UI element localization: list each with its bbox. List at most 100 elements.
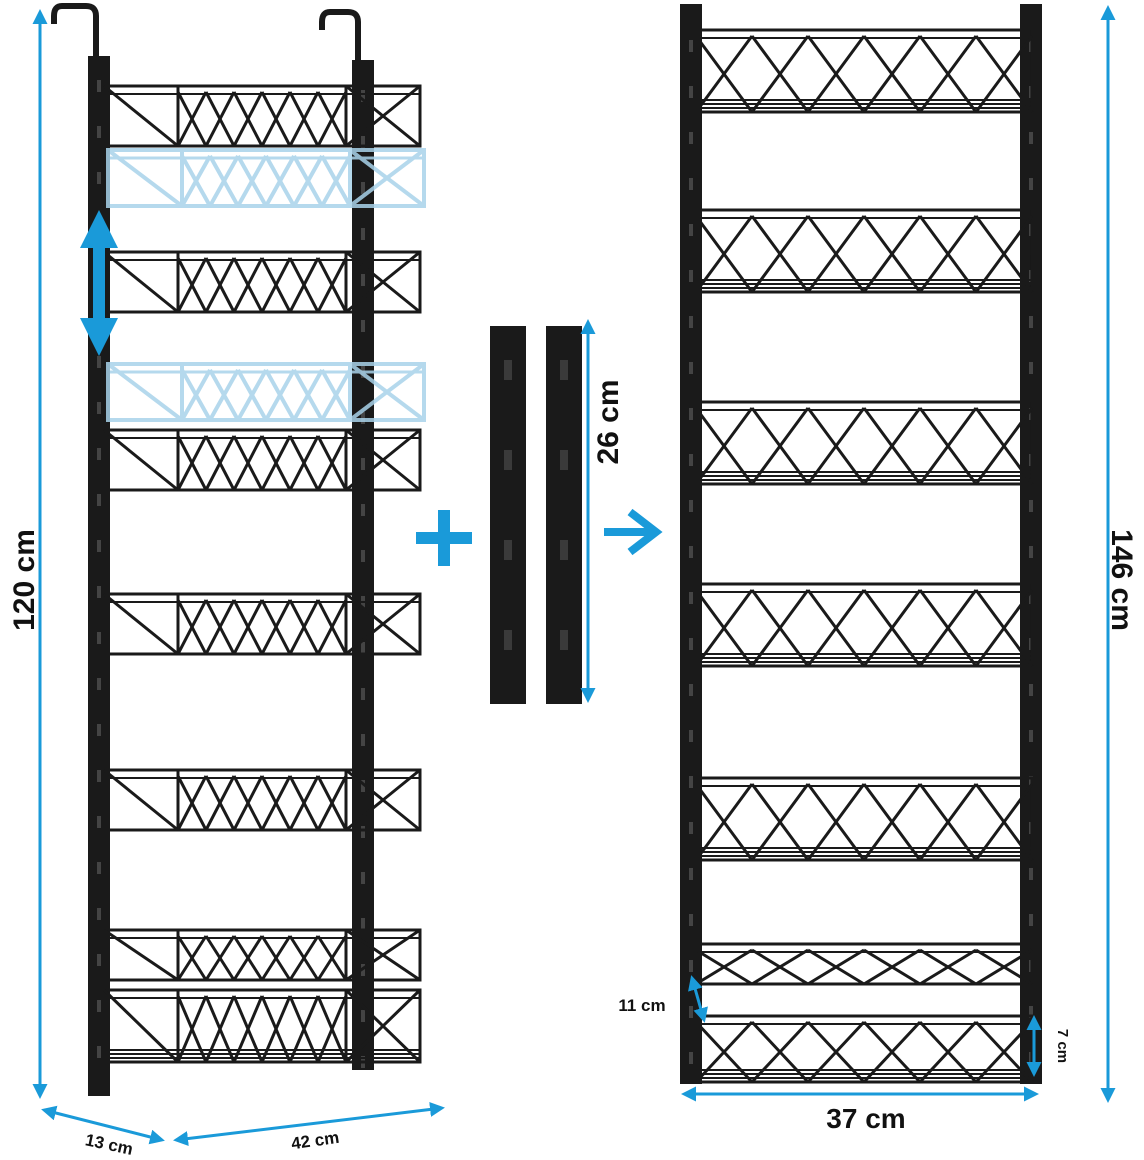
- extension-bars: [416, 326, 663, 704]
- left-width-label: 42 cm: [290, 1128, 340, 1154]
- basket-wire: [288, 257, 320, 313]
- upright-slot: [1029, 914, 1033, 926]
- upright-slot: [97, 540, 101, 552]
- upright-slot: [97, 816, 101, 828]
- extension-slot: [504, 450, 512, 470]
- upright-slot: [361, 642, 365, 654]
- upright-slot: [689, 592, 693, 604]
- basket-wire: [176, 435, 208, 491]
- basket-wire: [918, 1020, 978, 1084]
- upright-slot: [689, 40, 693, 52]
- basket-wire: [806, 1020, 866, 1084]
- basket-wire: [204, 257, 236, 313]
- upright-slot: [97, 402, 101, 414]
- basket-wire: [232, 257, 264, 313]
- basket-wire: [288, 435, 320, 491]
- basket-wire: [232, 775, 264, 831]
- basket-wire: [320, 155, 352, 207]
- right-height-label: 146 cm: [1105, 529, 1138, 631]
- upright-slot: [689, 776, 693, 788]
- basket-wire: [260, 257, 292, 313]
- upright-slot: [97, 356, 101, 368]
- basket-side-brace: [103, 84, 179, 148]
- upright-slot: [689, 960, 693, 972]
- upright-slot: [97, 678, 101, 690]
- upright-slot: [361, 550, 365, 562]
- basket-wire: [204, 435, 236, 491]
- upright-slot: [361, 734, 365, 746]
- basket-wire: [316, 775, 348, 831]
- basket-wire: [260, 935, 292, 981]
- upright-slot: [97, 770, 101, 782]
- basket-wire: [264, 369, 296, 421]
- upright-slot: [97, 908, 101, 920]
- upright-slot: [361, 504, 365, 516]
- arrow-right-head: [627, 508, 663, 556]
- basket-wire: [288, 935, 320, 981]
- upright-slot: [361, 688, 365, 700]
- upright-slot: [1029, 684, 1033, 696]
- basket-wire: [260, 775, 292, 831]
- upright-slot: [689, 546, 693, 558]
- upright-slot: [689, 822, 693, 834]
- basket-side-brace: [103, 928, 179, 982]
- basket-side-brace: [345, 84, 421, 148]
- basket-wire: [863, 948, 921, 986]
- basket-wire: [288, 599, 320, 655]
- plus-icon-vertical: [438, 510, 450, 566]
- extension-slot: [560, 360, 568, 380]
- upright-slot: [97, 954, 101, 966]
- basket-wire: [204, 599, 236, 655]
- upright-slot: [689, 454, 693, 466]
- upright-slot: [361, 826, 365, 838]
- basket-side-brace: [103, 428, 179, 492]
- upright-slot: [689, 914, 693, 926]
- basket-wire: [320, 369, 352, 421]
- right-basket: [694, 582, 1034, 668]
- door-hook: [319, 9, 361, 60]
- left-height-label: 120 cm: [8, 529, 41, 631]
- basket-wire: [292, 155, 324, 207]
- extension-slot: [560, 630, 568, 650]
- right-basket: [694, 208, 1034, 294]
- upright-slot: [361, 228, 365, 240]
- basket-wire: [316, 91, 348, 147]
- upright-slot: [689, 86, 693, 98]
- arrow-shaft: [93, 238, 105, 328]
- basket-wire: [176, 599, 208, 655]
- upright-slot: [361, 320, 365, 332]
- upright-slot: [1029, 730, 1033, 742]
- upright-slot: [689, 132, 693, 144]
- basket-wire: [236, 155, 268, 207]
- basket-wire: [288, 91, 320, 147]
- upright-slot: [361, 872, 365, 884]
- basket-wire: [232, 935, 264, 981]
- upright-slot: [361, 182, 365, 194]
- arrow-head-up: [80, 210, 118, 248]
- extension-length-label: 26 cm: [592, 379, 625, 464]
- basket-wire: [180, 155, 212, 207]
- basket-wire: [176, 935, 208, 981]
- upright-slot: [97, 448, 101, 460]
- upright-slot: [689, 408, 693, 420]
- upright-slot: [1029, 1006, 1033, 1018]
- extension-slot: [504, 360, 512, 380]
- basket-side-brace: [345, 592, 421, 656]
- upright-slot: [1029, 500, 1033, 512]
- upright-slot: [97, 724, 101, 736]
- basket-wire: [316, 435, 348, 491]
- ghost-basket-position: [106, 362, 426, 422]
- basket-wire: [260, 435, 292, 491]
- upright-slot: [689, 730, 693, 742]
- upright-slot: [361, 1010, 365, 1022]
- left-depth-label: 13 cm: [84, 1130, 135, 1159]
- right-width-label: 37 cm: [826, 1103, 905, 1134]
- basket-wire: [232, 91, 264, 147]
- right-bottom-basket: [694, 1014, 1034, 1084]
- upright-slot: [1029, 868, 1033, 880]
- upright-slot: [689, 362, 693, 374]
- basket-wire: [260, 599, 292, 655]
- basket-side-brace: [345, 928, 421, 982]
- basket-side-brace: [103, 250, 179, 314]
